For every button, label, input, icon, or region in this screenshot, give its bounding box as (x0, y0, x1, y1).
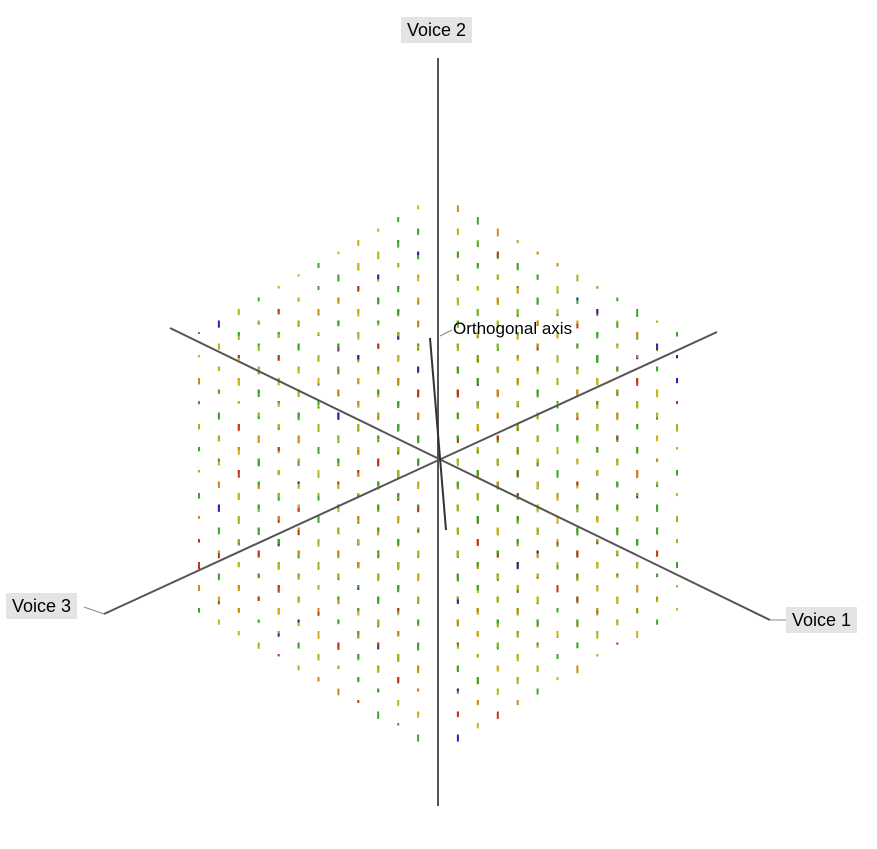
axes (83, 58, 788, 806)
voice-3-leader (83, 606, 105, 615)
orthogonal-leader (439, 329, 453, 337)
voice-1-axis (169, 327, 771, 621)
voice-1-label: Voice 1 (786, 607, 858, 633)
voice-3-label: Voice 3 (6, 593, 78, 619)
orthogonal-axis-label: Orthogonal axis (453, 319, 573, 338)
orthogonal-axis (429, 337, 447, 531)
voice-2-label: Voice 2 (401, 17, 473, 43)
voice-3-axis (103, 331, 718, 615)
